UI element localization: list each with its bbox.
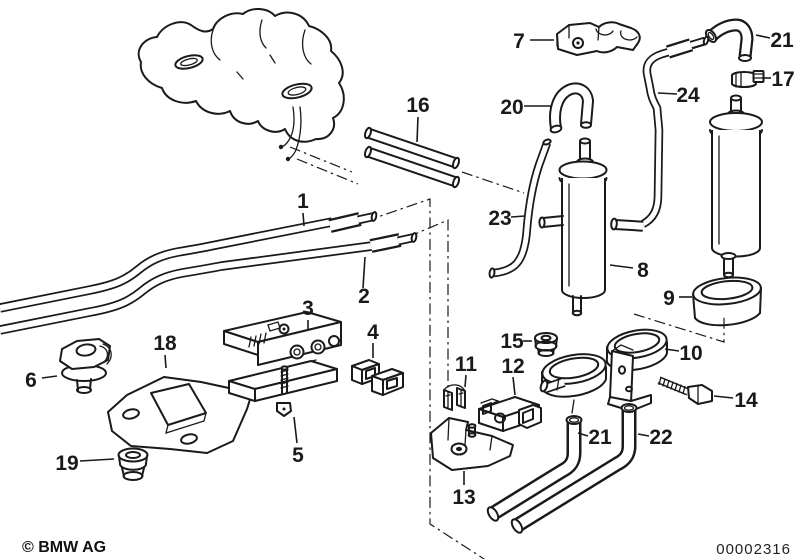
footer: © BMW AG 00002316 [22, 539, 791, 558]
bolt-14 [657, 376, 713, 405]
callout-leader-8 [609, 264, 634, 269]
clamp-4 [351, 359, 404, 396]
fuel-pipe-2 [0, 232, 418, 335]
callout-leader-14 [713, 395, 734, 399]
callout-label-1: 1 [297, 190, 309, 213]
pipe-24 [610, 35, 710, 232]
callout-label-9: 9 [663, 287, 675, 310]
fuel-pipe-1 [0, 211, 378, 313]
hose-21-bottom [486, 415, 583, 522]
right-fuel-filter [709, 94, 763, 279]
holder-3 [223, 311, 342, 366]
hose-20 [549, 82, 595, 134]
callout-label-6: 6 [25, 369, 37, 392]
elbow-hose-21 [704, 18, 754, 62]
callout-label-23: 23 [488, 207, 511, 230]
bracket-13 [430, 417, 514, 471]
callout-leader-24 [657, 92, 678, 95]
callout-label-11: 11 [455, 353, 478, 376]
callout-leader-21 [577, 432, 589, 437]
callout-label-22: 22 [649, 426, 672, 449]
clamp-7 [556, 21, 641, 56]
callout-leader-19 [79, 458, 115, 462]
callout-leader-16 [416, 116, 419, 143]
callout-leader-12 [512, 376, 516, 396]
callout-label-3: 3 [302, 297, 314, 320]
callout-label-14: 14 [734, 389, 758, 412]
clip-11 [443, 384, 466, 411]
callout-leader-6 [41, 375, 58, 379]
callout-leader-10 [664, 348, 680, 352]
callout-label-5: 5 [292, 444, 304, 467]
clamp-12 [478, 396, 542, 432]
clamp-10-assembly [539, 328, 668, 412]
pipe-23 [488, 138, 552, 279]
grommet-19 [117, 447, 149, 481]
callout-label-4: 4 [367, 321, 379, 344]
callout-leader-22 [637, 433, 650, 437]
callout-leader-1 [302, 212, 305, 227]
callout-leader-23 [510, 215, 526, 218]
callout-leader-11 [464, 374, 467, 388]
callout-label-19: 19 [55, 452, 78, 475]
holder-5 [228, 359, 338, 417]
tank-outlet-pipes [278, 106, 302, 162]
callout-label-16: 16 [406, 94, 429, 117]
callout-label-17: 17 [771, 68, 794, 91]
copyright-text: © BMW AG [22, 539, 106, 556]
ring-9 [692, 276, 762, 327]
callout-leader-18 [164, 354, 167, 369]
callout-label-21: 21 [588, 426, 612, 449]
callout-label-20: 20 [500, 96, 523, 119]
fuel-tank [137, 8, 345, 162]
callout-label-12: 12 [501, 355, 524, 378]
nut-15 [534, 332, 558, 357]
bracket-18 [107, 376, 253, 454]
callout-label-21: 21 [770, 29, 794, 52]
callout-label-24: 24 [676, 84, 700, 107]
callout-label-13: 13 [452, 486, 475, 509]
callout-leader-5 [293, 416, 298, 444]
fuel-filter-8 [538, 137, 608, 317]
callout-label-10: 10 [679, 342, 702, 365]
callout-label-15: 15 [500, 330, 524, 353]
drawing-number: 00002316 [716, 541, 791, 558]
hose-clamp-17 [731, 70, 765, 89]
clamp-6 [59, 338, 112, 394]
callout-leader-21 [755, 34, 771, 39]
callout-label-8: 8 [637, 259, 649, 282]
hose-22-bottom [510, 403, 638, 534]
callout-label-2: 2 [358, 285, 370, 308]
tubes-16 [363, 126, 461, 189]
callout-leader-2 [362, 256, 366, 289]
callout-label-18: 18 [153, 332, 177, 355]
callout-label-7: 7 [513, 30, 525, 53]
